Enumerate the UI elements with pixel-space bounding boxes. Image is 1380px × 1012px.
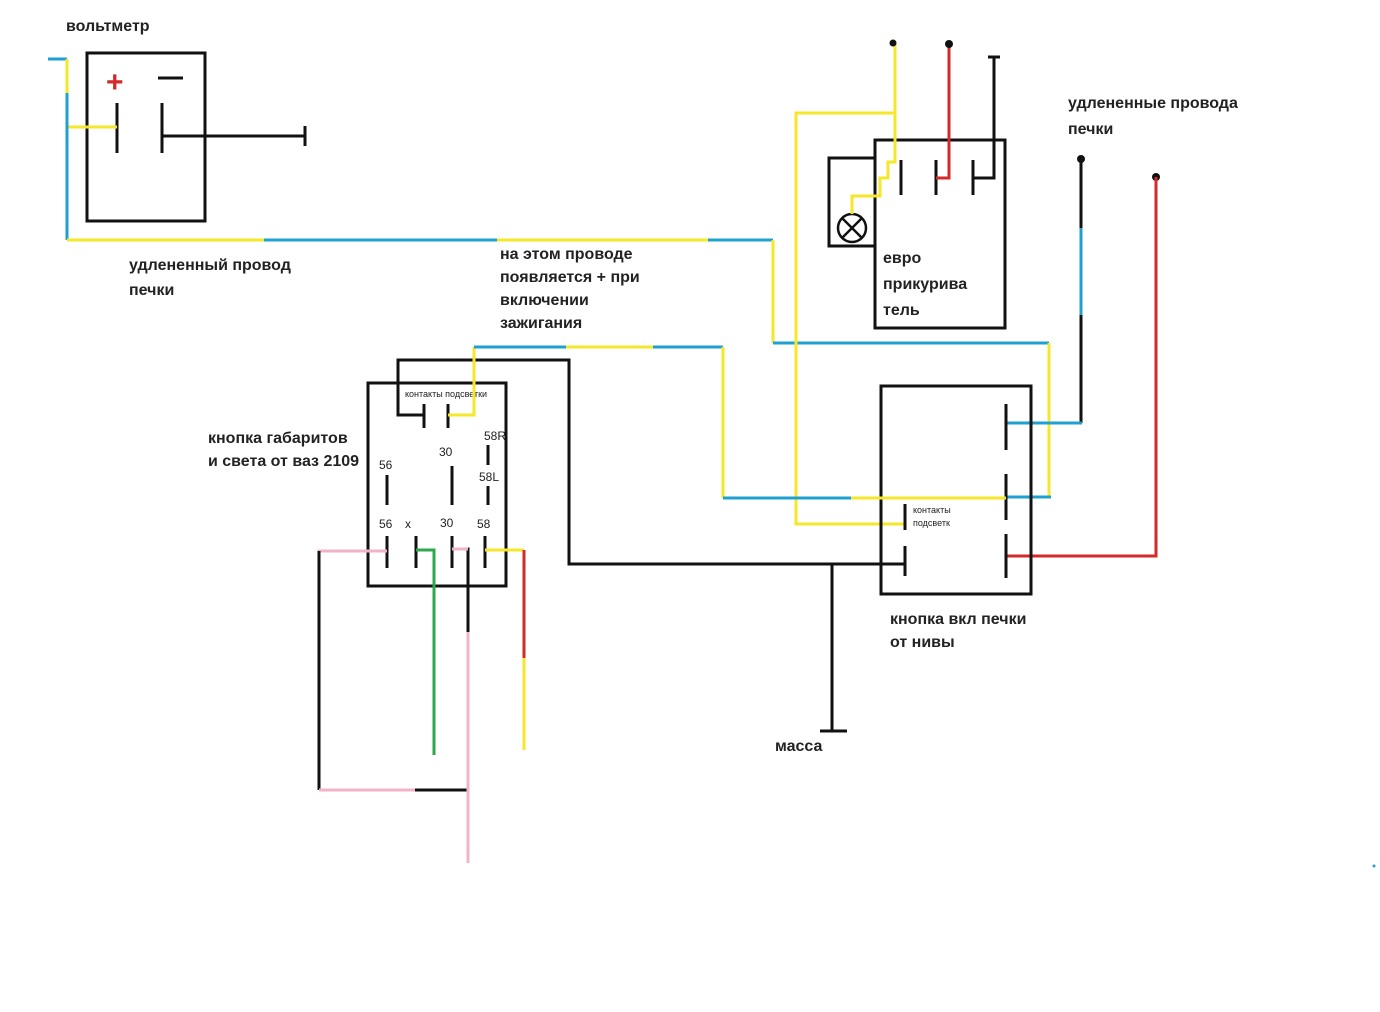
ground-wire: [396, 358, 905, 566]
ignition-note-line2: появляется + при: [500, 269, 640, 286]
pin-58r: 58R: [484, 429, 506, 443]
lamp-cross: [841, 217, 863, 239]
pin-30-bottom: 30: [440, 516, 454, 530]
heater-wires-label-line2: печки: [1068, 121, 1113, 138]
wire-end-terminal: [945, 40, 953, 48]
lamp-feed-wire: [850, 44, 897, 214]
voltmeter-plus-sign: +: [106, 66, 124, 99]
heater-backlight-label-line1: контакты: [913, 505, 951, 515]
ignition-note-line4: зажигания: [500, 315, 582, 332]
ignition-note-line1: на этом проводе: [500, 246, 633, 263]
heater-red-wire: [1005, 177, 1158, 558]
stray-dot: [1372, 864, 1376, 868]
backlight-contacts-label: контакты подсветки: [405, 389, 487, 399]
pin-30-top: 30: [439, 445, 453, 459]
euro-lighter-label-line3: тель: [883, 302, 920, 319]
pin-x: x: [405, 517, 411, 531]
heater-backlight-label-line2: подсветк: [913, 518, 950, 528]
pin-58l: 58L: [479, 470, 499, 484]
euro-lighter-box: [873, 138, 1007, 330]
lighter-black-wire: [973, 56, 996, 180]
euro-lighter-label-line1: евро: [883, 250, 922, 267]
lamp-box: [827, 156, 877, 248]
heater-wires-label-line1: удлененные провода: [1068, 95, 1238, 112]
lighter-red-wire: [936, 44, 951, 180]
wire-end-terminal: [889, 39, 897, 47]
heater-button-label-line1: кнопка вкл печки: [890, 611, 1026, 628]
pin-58: 58: [477, 517, 491, 531]
dims-button-box: [366, 381, 508, 588]
pin-56-top: 56: [379, 458, 393, 472]
pin-56-bottom: 56: [379, 517, 393, 531]
heater-wire-label-line1: удлененный провод: [129, 257, 291, 274]
ground-label: масса: [775, 738, 823, 755]
wire-segment: [448, 347, 476, 417]
heater-wire-label-line2: печки: [129, 282, 174, 299]
heater-button-label-line2: от нивы: [890, 634, 955, 651]
green-wire: [416, 548, 436, 755]
voltmeter-label: вольтметр: [66, 18, 150, 35]
wire-segment: [452, 547, 470, 632]
ignition-note-line3: включении: [500, 292, 589, 309]
euro-lighter-label-line2: прикурива: [883, 276, 967, 293]
dims-button-label-line1: кнопка габаритов: [208, 430, 348, 447]
backlight-feed-wire: [794, 111, 905, 526]
heater-button-box: [879, 384, 1033, 596]
dims-button-label-line2: и света от ваз 2109: [208, 453, 359, 470]
